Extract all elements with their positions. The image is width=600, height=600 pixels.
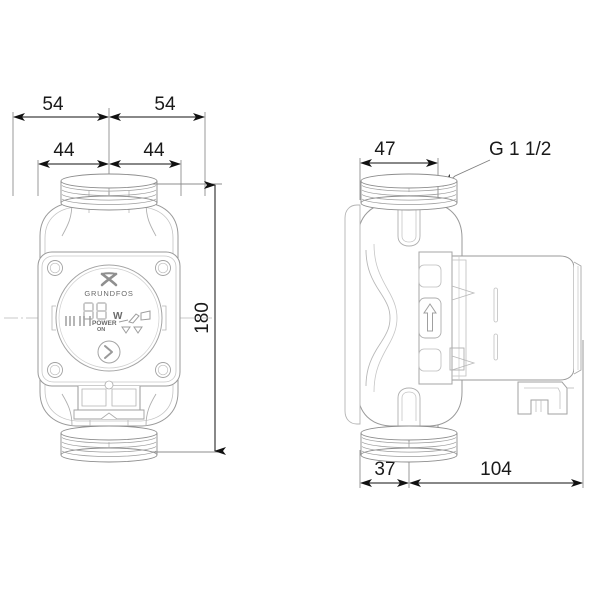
face-tab-left	[51, 305, 56, 331]
motor-end-cap	[573, 261, 582, 375]
curve-indicator-icon	[118, 310, 151, 324]
volute-inner-curve	[365, 249, 391, 387]
taper-detail-top	[451, 285, 476, 301]
pipe-stub-bottom-side	[397, 387, 421, 426]
terminal-notch-side	[449, 347, 465, 371]
power-label: POWER	[92, 320, 117, 327]
flow-arrow-up-icon	[423, 303, 437, 332]
screw-top-left	[47, 260, 63, 276]
thread-callout-label: G 1 1/2	[489, 139, 551, 160]
callout-thread: G 1 1/2	[442, 139, 551, 187]
dim-label-54-left: 54	[42, 94, 64, 115]
pump-body-inner-outline	[44, 206, 174, 422]
power-state-label: ON	[97, 327, 105, 333]
neck-left-bottom	[61, 393, 73, 427]
brand-label: GRUNDFOS	[84, 289, 133, 298]
pipe-stub-top-side-inner	[401, 208, 417, 243]
neck-right-bottom	[145, 393, 157, 427]
vent-slot-1	[493, 287, 498, 323]
screw-bottom-right	[155, 362, 171, 378]
dim-label-44-right: 44	[143, 140, 165, 161]
screw-bottom-right-inner	[157, 364, 169, 376]
screw-top-right	[155, 260, 171, 276]
dim-label-104: 104	[480, 459, 512, 480]
cable-connector-side	[517, 381, 574, 415]
terminal-box	[73, 380, 145, 420]
screw-top-left-inner	[49, 262, 61, 274]
dimension-group-side-bottom: 37 104	[359, 340, 584, 488]
grundfos-logo-icon	[100, 272, 118, 287]
pipe-stub-bottom-side-inner	[401, 391, 417, 421]
display-digits: W	[83, 302, 123, 322]
display-unit-label: W	[113, 311, 123, 322]
dim-label-37: 37	[374, 459, 395, 480]
level-bars-icon	[65, 316, 91, 326]
flange-pad-top	[418, 264, 442, 288]
pipe-stub-top-side	[397, 203, 421, 247]
motor-head-plate-inner	[41, 255, 177, 383]
flange-pad-bottom	[418, 348, 442, 372]
front-view: GRUNDFOS W POWER ON	[4, 173, 212, 463]
side-view	[344, 173, 590, 463]
screw-top-right-inner	[157, 262, 169, 274]
mode-button[interactable]	[97, 340, 121, 364]
chevron-right-icon	[104, 345, 113, 359]
volute-inner-curve-2	[373, 243, 398, 393]
dim-label-54-right: 54	[154, 94, 176, 115]
taper-detail-bottom	[451, 355, 476, 371]
screw-bottom-left	[47, 362, 63, 378]
vent-slot-2	[493, 333, 498, 361]
dim-label-44-left: 44	[53, 140, 75, 161]
face-tab-right	[162, 305, 167, 331]
control-face-circle-inner	[58, 267, 160, 369]
control-face-circle	[55, 264, 163, 372]
dimension-group-front-top: 54 54 44 44	[12, 94, 206, 430]
dim-label-47: 47	[374, 139, 395, 160]
screw-bottom-left-inner	[49, 364, 61, 376]
mode-arrow-icons	[121, 326, 143, 334]
housing-left-lip	[344, 204, 361, 425]
flow-direction-pad	[418, 297, 442, 339]
